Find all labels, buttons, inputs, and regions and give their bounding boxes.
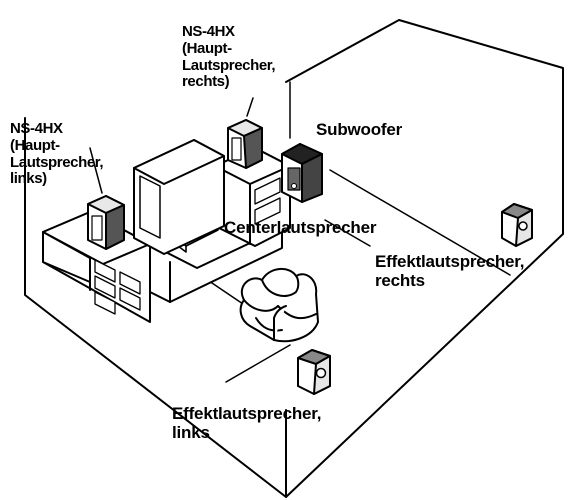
armchair: [239, 268, 319, 343]
label-main-speaker-left: NS-4HX (Haupt- Lautsprecher, links): [10, 120, 104, 188]
television: [133, 139, 225, 255]
room-floor: [24, 19, 564, 498]
drawers-right: [254, 177, 281, 225]
effect-speaker-left: [297, 349, 331, 395]
main-speaker-right: [227, 119, 263, 169]
label-main-speaker-right: NS-4HX (Haupt- Lautsprecher, rechts): [182, 23, 276, 91]
main-speaker-left: [87, 195, 125, 250]
label-effect-speaker-left: Effektlautsprecher, links: [172, 404, 322, 443]
label-subwoofer: Subwoofer: [316, 120, 403, 139]
label-center-speaker: Centerlautsprecher: [224, 218, 377, 237]
label-effect-speaker-right: Effektlautsprecher, rechts: [375, 252, 525, 291]
drawers-left: [94, 259, 141, 315]
effect-speaker-right: [501, 203, 533, 247]
subwoofer: [281, 143, 323, 203]
